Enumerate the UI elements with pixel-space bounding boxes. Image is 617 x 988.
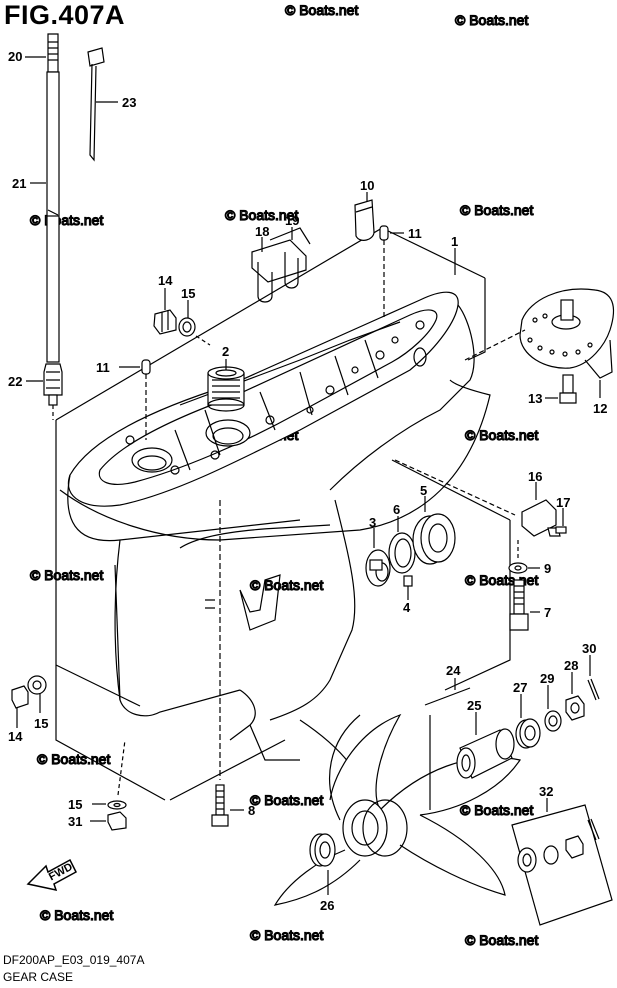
part-bushing bbox=[207, 366, 245, 412]
callout-1: 1 bbox=[451, 234, 458, 249]
part-washer-prop bbox=[544, 710, 562, 732]
callout-20: 20 bbox=[8, 49, 22, 64]
fwd-arrow-icon bbox=[26, 858, 77, 892]
callout-29: 29 bbox=[540, 671, 554, 686]
callout-28: 28 bbox=[564, 658, 578, 673]
part-washer bbox=[508, 562, 528, 574]
part-bolt-long bbox=[509, 579, 529, 631]
callout-24: 24 bbox=[446, 663, 461, 678]
part-cable-tie bbox=[87, 47, 105, 162]
callout-labels: 20 23 21 22 10 19 18 11 1 14 15 2 12 13 … bbox=[8, 49, 607, 913]
callout-15: 15 bbox=[181, 286, 195, 301]
callout-7: 7 bbox=[544, 605, 551, 620]
callout-3: 3 bbox=[369, 515, 376, 530]
callout-31: 31 bbox=[68, 814, 82, 829]
part-bolt-short bbox=[211, 784, 229, 827]
callout-26: 26 bbox=[320, 898, 334, 913]
part-plug bbox=[11, 685, 29, 709]
watermark: © Boats.net bbox=[225, 207, 298, 223]
part-propeller-nut bbox=[565, 695, 585, 721]
part-shift-rod bbox=[46, 71, 60, 363]
callout-14: 14 bbox=[158, 273, 173, 288]
callout-9: 9 bbox=[544, 561, 551, 576]
part-cotter-pin bbox=[587, 678, 600, 701]
part-anode-cap bbox=[354, 199, 375, 241]
part-rod-lower-end bbox=[43, 363, 63, 406]
callout-11: 11 bbox=[408, 226, 422, 241]
part-thrust-washer bbox=[309, 833, 336, 867]
callout-15-lower: 15 bbox=[68, 797, 82, 812]
callout-15-left: 15 bbox=[34, 716, 48, 731]
part-rod-top-end bbox=[47, 33, 59, 73]
callout-11-left: 11 bbox=[96, 360, 110, 375]
part-key bbox=[403, 575, 413, 587]
part-water-pump-plate bbox=[365, 549, 391, 587]
part-trim-tab-bolt bbox=[559, 374, 577, 404]
part-bearing bbox=[412, 513, 456, 565]
part-dowel-pin bbox=[141, 359, 151, 375]
part-gasket bbox=[178, 317, 196, 337]
callout-18: 18 bbox=[255, 224, 269, 239]
part-propeller-hardware-set bbox=[511, 804, 613, 926]
callout-10: 10 bbox=[360, 178, 374, 193]
part-clip bbox=[251, 227, 311, 303]
callout-19: 19 bbox=[285, 213, 299, 228]
watermark: © Boats.net bbox=[465, 427, 538, 443]
callout-12: 12 bbox=[593, 401, 607, 416]
part-gear-case bbox=[55, 227, 511, 801]
part-plug bbox=[153, 309, 177, 335]
callout-8: 8 bbox=[248, 803, 255, 818]
callout-25: 25 bbox=[467, 698, 481, 713]
part-anode bbox=[521, 499, 557, 537]
callout-22: 22 bbox=[8, 374, 22, 389]
callout-6: 6 bbox=[393, 502, 400, 517]
watermark: © Boats.net bbox=[455, 12, 528, 28]
watermark: © Boats.net bbox=[460, 202, 533, 218]
part-gasket bbox=[27, 675, 47, 695]
part-anode-screw bbox=[547, 526, 567, 537]
watermark: © Boats.net bbox=[465, 572, 538, 588]
callout-2: 2 bbox=[222, 344, 229, 359]
part-trim-tab bbox=[519, 288, 615, 379]
callout-32: 32 bbox=[539, 784, 553, 799]
callout-4: 4 bbox=[403, 600, 411, 615]
watermark: © Boats.net bbox=[30, 212, 103, 228]
watermark: © Boats.net bbox=[250, 577, 323, 593]
callout-5: 5 bbox=[420, 483, 427, 498]
callout-27: 27 bbox=[513, 680, 527, 695]
callout-16: 16 bbox=[528, 469, 542, 484]
callout-21: 21 bbox=[12, 176, 26, 191]
figure-title: FIG.407A bbox=[4, 0, 126, 30]
part-drain-plug bbox=[107, 811, 127, 831]
figure-caption: GEAR CASE bbox=[3, 970, 74, 984]
watermark: © Boats.net bbox=[30, 567, 103, 583]
callout-14-lower: 14 bbox=[8, 729, 23, 744]
watermark: © Boats.net bbox=[285, 2, 358, 18]
part-dowel-pin bbox=[379, 225, 389, 241]
watermark: © Boats.net bbox=[460, 802, 533, 818]
callout-30: 30 bbox=[582, 641, 596, 656]
model-code: DF200AP_E03_019_407A bbox=[3, 953, 145, 967]
part-propeller bbox=[273, 713, 521, 906]
part-seal-ring bbox=[388, 532, 416, 574]
callout-13: 13 bbox=[528, 391, 542, 406]
watermark: © Boats.net bbox=[37, 751, 110, 767]
watermark: © Boats.net bbox=[250, 792, 323, 808]
watermark: © Boats.net bbox=[40, 907, 113, 923]
watermark: © Boats.net bbox=[465, 932, 538, 948]
callout-17: 17 bbox=[556, 495, 570, 510]
callout-23: 23 bbox=[122, 95, 136, 110]
part-bushing-sleeve bbox=[456, 728, 515, 779]
part-spacer bbox=[515, 718, 541, 749]
watermark: © Boats.net bbox=[250, 927, 323, 943]
part-gasket bbox=[107, 800, 127, 810]
